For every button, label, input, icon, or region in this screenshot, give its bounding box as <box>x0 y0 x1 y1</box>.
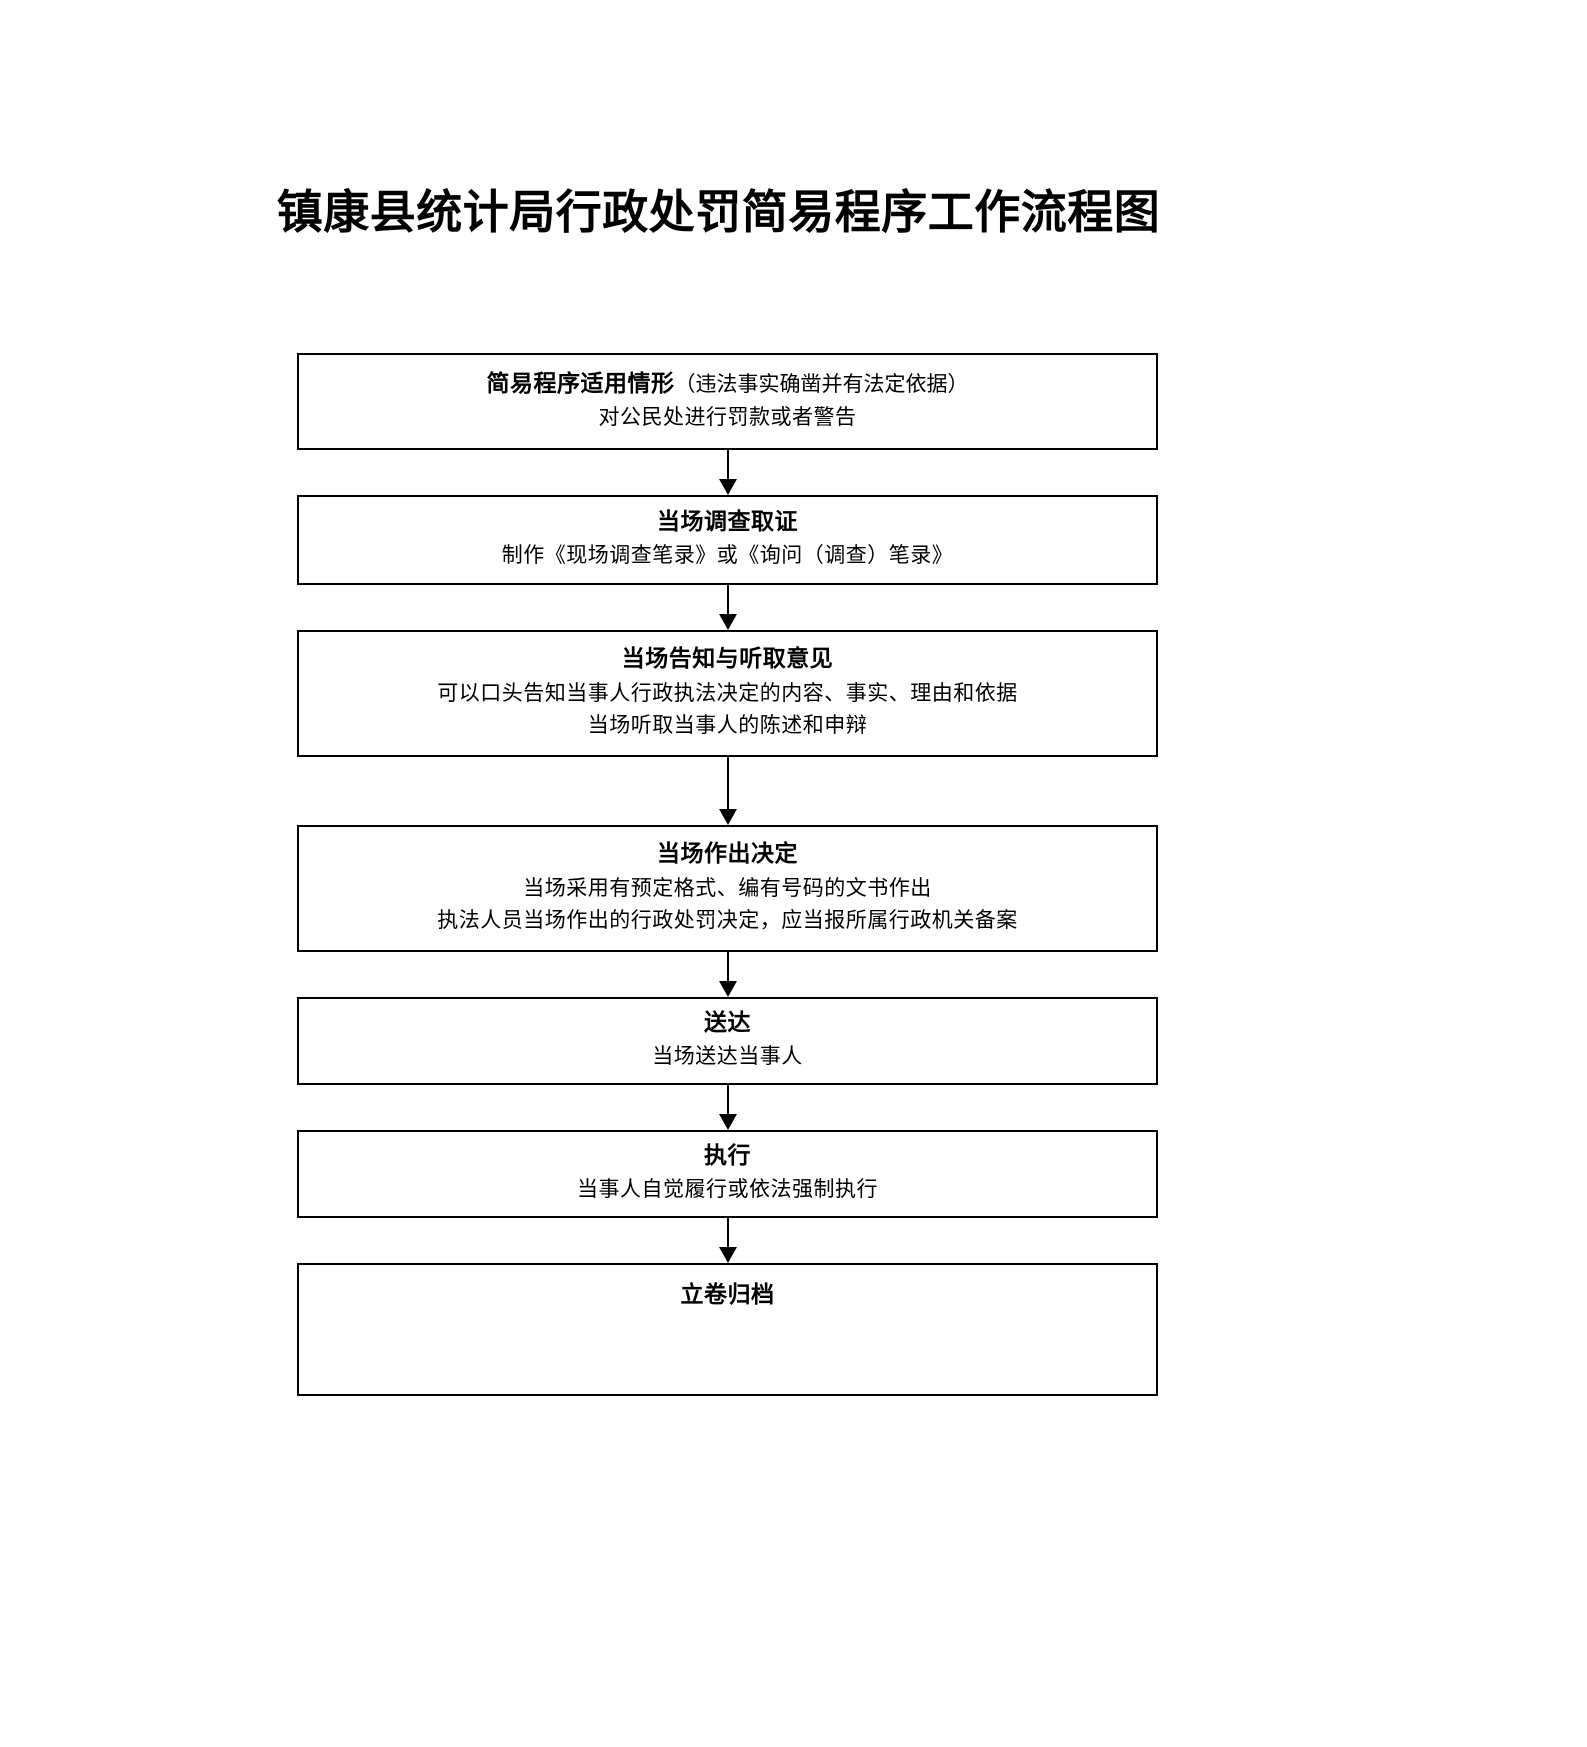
flow-node-1-heading-text: 简易程序适用情形 <box>486 370 675 397</box>
flow-node-2-heading: 当场调查取证 <box>657 509 798 536</box>
flow-connector-2-to-3 <box>297 585 1158 630</box>
arrow-stem <box>726 585 729 618</box>
arrow-down-icon <box>718 809 737 825</box>
flow-node-3: 当场告知与听取意见 可以口头告知当事人行政执法决定的内容、事实、理由和依据 当场… <box>297 630 1158 757</box>
arrow-stem <box>726 1085 729 1118</box>
flow-connector-6-to-7 <box>297 1218 1158 1263</box>
arrow-down-icon <box>718 479 737 495</box>
flow-node-6: 执行 当事人自觉履行或依法强制执行 <box>297 1130 1158 1218</box>
arrow-down-icon <box>718 981 737 997</box>
flow-node-5-line-1: 当场送达当事人 <box>652 1044 803 1069</box>
flow-connector-1-to-2 <box>297 450 1158 495</box>
flow-node-5: 送达 当场送达当事人 <box>297 997 1158 1085</box>
flow-node-3-line-2: 当场听取当事人的陈述和申辩 <box>587 713 868 738</box>
flow-node-1-line-1: 对公民处进行罚款或者警告 <box>598 404 857 429</box>
arrow-stem <box>726 757 729 813</box>
flow-node-6-line-1: 当事人自觉履行或依法强制执行 <box>577 1177 878 1202</box>
flow-node-2-line-1: 制作《现场调查笔录》或《询问（调查）笔录》 <box>501 543 954 568</box>
arrow-stem <box>726 1218 729 1251</box>
flow-connector-3-to-4 <box>297 757 1158 825</box>
flow-node-2: 当场调查取证 制作《现场调查笔录》或《询问（调查）笔录》 <box>297 495 1158 585</box>
flow-node-1: 简易程序适用情形（违法事实确凿并有法定依据） 对公民处进行罚款或者警告 <box>297 353 1158 450</box>
flow-connector-5-to-6 <box>297 1085 1158 1130</box>
arrow-down-icon <box>718 614 737 630</box>
flow-node-7-heading: 立卷归档 <box>680 1282 775 1308</box>
flow-connector-4-to-5 <box>297 952 1158 997</box>
flow-node-4-heading: 当场作出决定 <box>657 841 798 868</box>
flow-node-6-heading: 执行 <box>704 1143 751 1170</box>
arrow-stem <box>726 952 729 985</box>
arrow-stem <box>726 450 729 483</box>
flow-node-7: 立卷归档 <box>297 1263 1158 1396</box>
page-title: 镇康县统计局行政处罚简易程序工作流程图 <box>276 185 1161 239</box>
flow-node-3-heading: 当场告知与听取意见 <box>621 646 834 673</box>
flow-node-1-heading: 简易程序适用情形（违法事实确凿并有法定依据） <box>307 368 1148 401</box>
flow-node-4-line-1: 当场采用有预定格式、编有号码的文书作出 <box>523 875 932 900</box>
arrow-down-icon <box>718 1114 737 1130</box>
flow-node-5-heading: 送达 <box>704 1010 751 1037</box>
arrow-down-icon <box>718 1247 737 1263</box>
flowchart-container: 简易程序适用情形（违法事实确凿并有法定依据） 对公民处进行罚款或者警告 当场调查… <box>297 353 1158 1396</box>
flow-node-4: 当场作出决定 当场采用有预定格式、编有号码的文书作出 执法人员当场作出的行政处罚… <box>297 825 1158 952</box>
flow-node-1-heading-paren: （违法事实确凿并有法定依据） <box>674 371 969 396</box>
flow-node-4-line-2: 执法人员当场作出的行政处罚决定，应当报所属行政机关备案 <box>437 908 1018 933</box>
flow-node-3-line-1: 可以口头告知当事人行政执法决定的内容、事实、理由和依据 <box>437 680 1018 705</box>
